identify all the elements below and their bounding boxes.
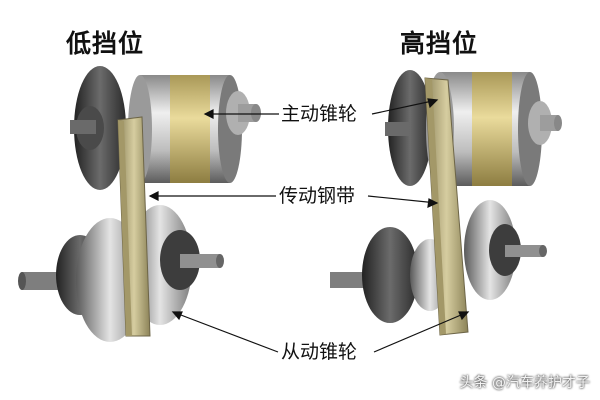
watermark: 头条 @汽车养护才子 <box>459 375 590 391</box>
high-driven-cone <box>330 200 547 323</box>
low-steel-belt <box>117 116 151 337</box>
label-steel-belt: 传动钢带 <box>277 185 358 207</box>
label-driven-cone: 从动锥轮 <box>279 341 360 363</box>
title-high-gear: 高挡位 <box>400 29 479 58</box>
high-gear-assembly <box>330 70 562 336</box>
leader-lines <box>148 98 470 353</box>
low-driven-cone <box>18 205 224 342</box>
low-gear-assembly <box>18 66 261 342</box>
title-low-gear: 低挡位 <box>66 29 145 58</box>
label-drive-cone: 主动锥轮 <box>279 103 360 125</box>
low-drive-cone <box>70 66 261 190</box>
high-steel-belt <box>424 77 469 336</box>
high-drive-cone <box>385 70 562 186</box>
